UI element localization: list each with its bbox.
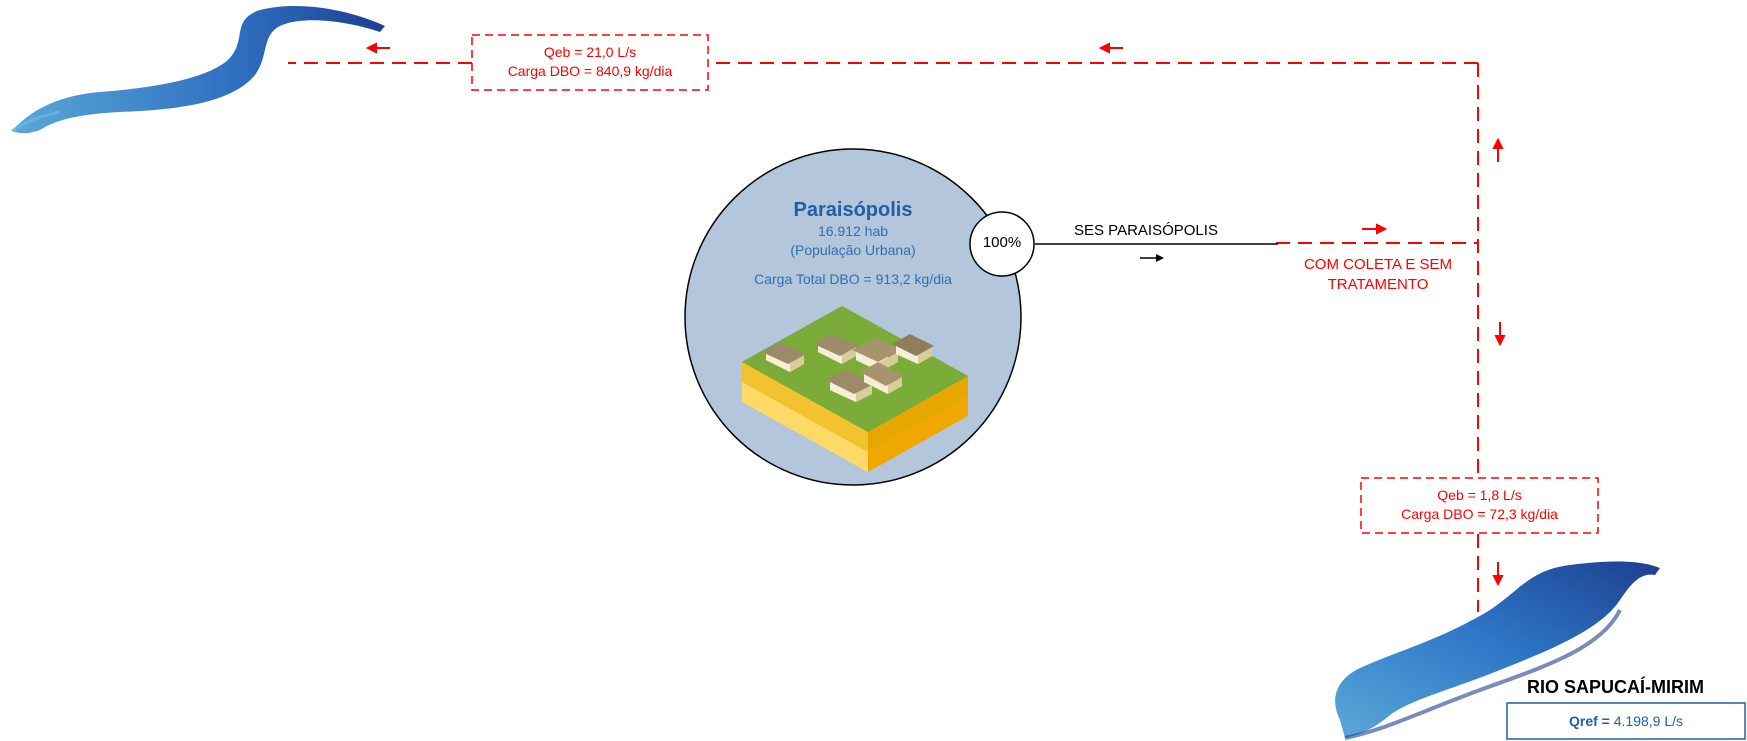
house-icon bbox=[762, 342, 806, 372]
system-status: COM COLETA E SEM TRATAMENTO bbox=[1280, 255, 1476, 295]
arrow-right-icon bbox=[1362, 223, 1388, 235]
bottom-discharge-flow: Qeb = 1,8 L/s bbox=[1437, 487, 1522, 503]
municipality-population-type: (População Urbana) bbox=[790, 242, 916, 258]
top-discharge-label: Qeb = 21,0 L/s Carga DBO = 840,9 kg/dia bbox=[472, 43, 708, 81]
percent-label: 100% bbox=[982, 234, 1022, 251]
house-icon bbox=[860, 362, 904, 394]
municipality-population: 16.912 hab bbox=[817, 223, 889, 239]
qref-label-prefix: Qref = bbox=[1568, 713, 1610, 729]
bottom-discharge-box bbox=[1360, 477, 1599, 534]
arrow-down-icon bbox=[1492, 562, 1504, 587]
system-status-line2: TRATAMENTO bbox=[1327, 276, 1429, 293]
arrow-down-icon bbox=[1494, 322, 1506, 347]
flow-line-top bbox=[288, 62, 1479, 612]
municipality-total-load: Carga Total DBO = 913,2 kg/dia bbox=[754, 271, 952, 287]
collection-line bbox=[1035, 243, 1278, 262]
arrow-left-icon bbox=[365, 42, 390, 54]
lower-river-icon bbox=[1335, 561, 1660, 740]
house-icon bbox=[892, 334, 934, 364]
upper-river-icon bbox=[11, 5, 385, 134]
municipality-name: Paraisópolis bbox=[793, 199, 913, 221]
river-name: RIO SAPUCAÍ-MIRIM bbox=[1527, 677, 1704, 697]
bottom-discharge-load: Carga DBO = 72,3 kg/dia bbox=[1401, 506, 1558, 522]
arrow-left-icon bbox=[1098, 42, 1123, 54]
house-icon bbox=[814, 334, 858, 364]
qref-box bbox=[1506, 702, 1746, 740]
arrow-right-icon bbox=[1140, 254, 1164, 262]
bottom-discharge-label: Qeb = 1,8 L/s Carga DBO = 72,3 kg/dia bbox=[1361, 486, 1598, 524]
town-block-icon bbox=[742, 306, 968, 472]
top-discharge-load: Carga DBO = 840,9 kg/dia bbox=[507, 63, 673, 79]
municipality-info: Paraisópolis 16.912 hab (População Urban… bbox=[700, 199, 1006, 289]
qref-label: Qref = 4.198,9 L/s bbox=[1507, 713, 1745, 729]
top-discharge-box bbox=[471, 34, 709, 91]
red-arrows bbox=[365, 42, 1506, 587]
percent-circle bbox=[969, 211, 1035, 277]
qref-value: 4.198,9 L/s bbox=[1613, 713, 1684, 729]
system-name: SES PARAISÓPOLIS bbox=[1074, 222, 1218, 239]
arrow-up-icon bbox=[1492, 137, 1504, 162]
top-discharge-flow: Qeb = 21,0 L/s bbox=[543, 44, 637, 60]
system-status-line1: COM COLETA E SEM bbox=[1303, 256, 1453, 273]
house-icon bbox=[826, 370, 874, 402]
